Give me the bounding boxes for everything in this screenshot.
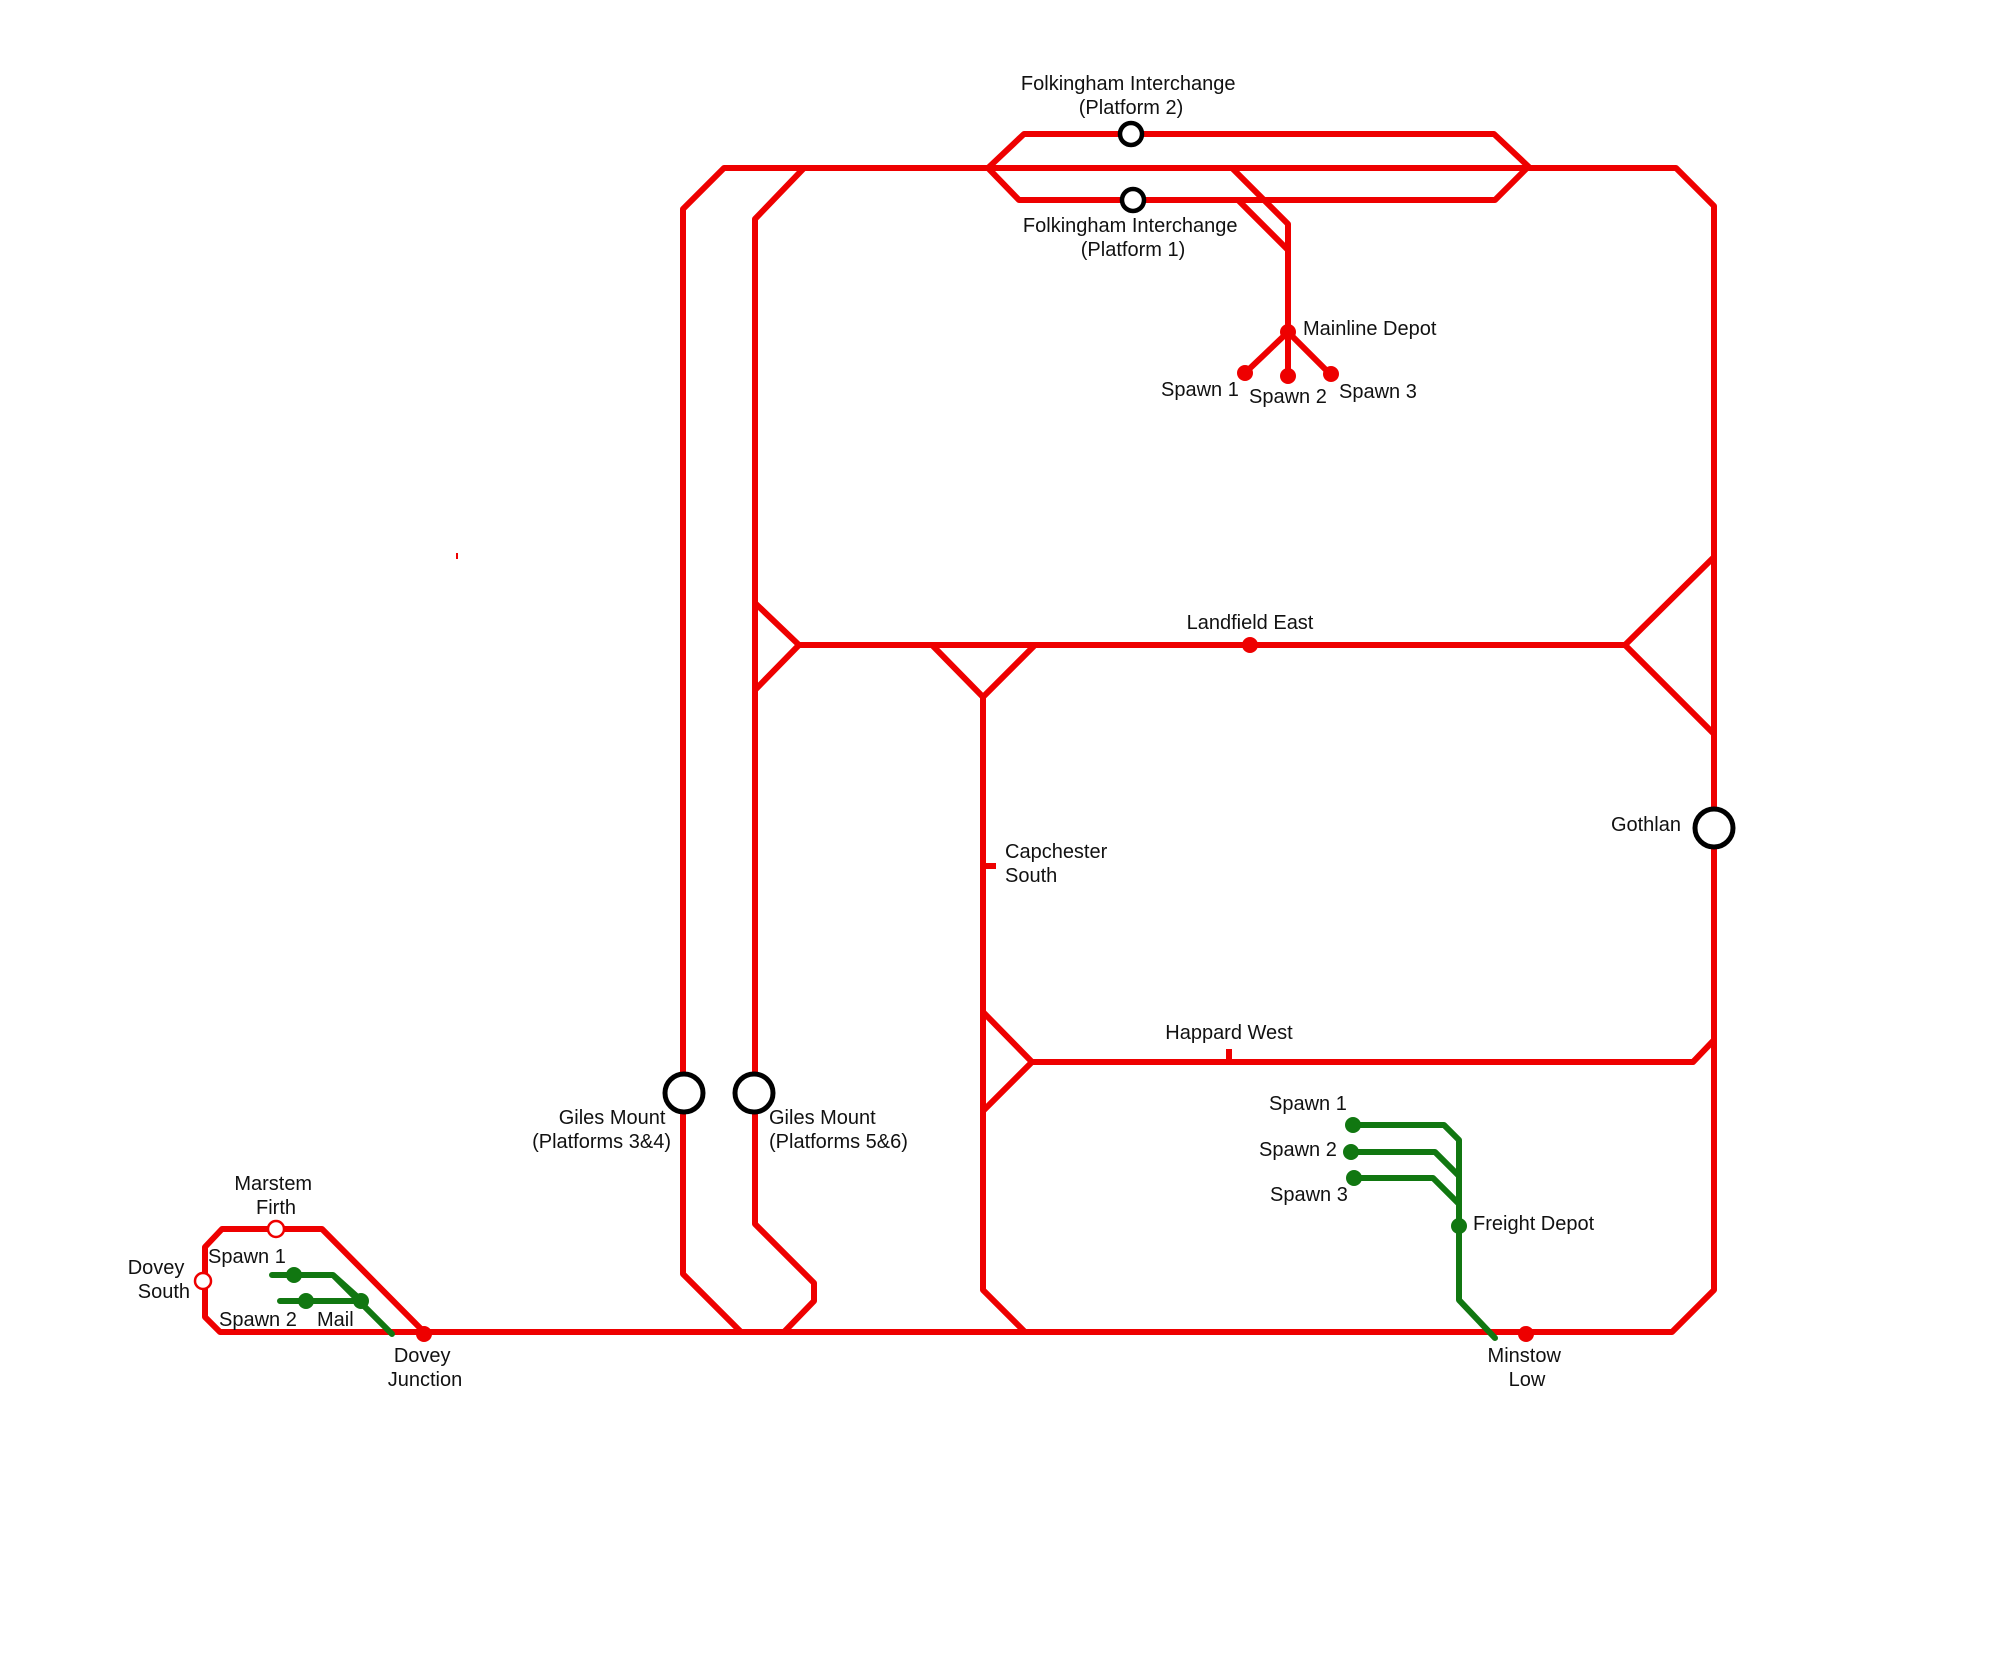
freight-depot-station[interactable] — [1451, 1218, 1467, 1234]
folkingham-platform-1-interchange[interactable] — [1119, 186, 1147, 214]
giles-mount-56-label: Giles Mount (Platforms 5&6) — [769, 1107, 908, 1153]
gothlan-interchange[interactable] — [1692, 806, 1736, 850]
capchester-south-label: Capchester South — [1005, 841, 1113, 887]
folkingham-platform-2-interchange[interactable] — [1117, 120, 1145, 148]
landfield-east-label: Landfield East — [1187, 612, 1314, 634]
dovey-spawn-1-station[interactable] — [286, 1267, 302, 1283]
folkingham-platform-2-track — [985, 131, 1533, 171]
folkingham-platform-1-label: Folkingham Interchange (Platform 1) — [1023, 215, 1243, 261]
dovey-mail-station[interactable] — [353, 1293, 369, 1309]
giles-mount-34-label: Giles Mount (Platforms 3&4) — [532, 1107, 671, 1153]
freight-spawn-3-label: Spawn 3 — [1270, 1184, 1348, 1206]
freight-spawn-1-station[interactable] — [1345, 1117, 1361, 1133]
depot-branch-track — [1229, 165, 1291, 335]
freight-tracks — [269, 1122, 1498, 1341]
station-markers — [193, 120, 1736, 1342]
main-spawn-2-station[interactable] — [1280, 368, 1296, 384]
dovey-south-station[interactable] — [193, 1271, 213, 1291]
dovey-spawn-2-station[interactable] — [298, 1293, 314, 1309]
giles-mount-34-interchange[interactable] — [662, 1071, 706, 1115]
happard-west-triangle — [980, 1009, 1035, 1114]
minstow-low-label: Minstow Low — [1488, 1345, 1567, 1391]
dovey-south-label: Dovey South — [128, 1257, 190, 1303]
main-spawn-2-label: Spawn 2 — [1249, 386, 1327, 408]
gothlan-label: Gothlan — [1611, 814, 1681, 836]
happard-west-label: Happard West — [1165, 1022, 1293, 1044]
marstem-firth-station[interactable] — [266, 1219, 286, 1239]
giles-mount-56-interchange[interactable] — [732, 1071, 776, 1115]
dovey-mail-label: Mail — [317, 1309, 354, 1331]
capchester-line-track — [929, 642, 1038, 1335]
inner-loop-track — [752, 165, 817, 1335]
freight-spawn-1-label: Spawn 1 — [1269, 1093, 1347, 1115]
mainline-depot-station[interactable] — [1280, 324, 1296, 340]
landfield-east-station[interactable] — [1242, 637, 1258, 653]
landfield-east-triangle — [1622, 554, 1717, 737]
marstem-firth-label: Marstem Firth — [234, 1173, 317, 1219]
dovey-spawn-2-label: Spawn 2 — [219, 1309, 297, 1331]
freight-spawn-2-station[interactable] — [1343, 1144, 1359, 1160]
outer-loop-lower-join — [680, 1211, 744, 1335]
folkingham-platform-2-label: Folkingham Interchange (Platform 2) — [1021, 73, 1241, 119]
dovey-spawn-1-label: Spawn 1 — [208, 1246, 286, 1268]
landfield-west-triangle — [752, 600, 802, 693]
freight-depot-track — [1348, 1122, 1498, 1341]
folkingham-platform-1-track — [985, 165, 1530, 203]
minstow-low-station[interactable] — [1518, 1326, 1534, 1342]
freight-depot-label: Freight Depot — [1473, 1213, 1595, 1235]
mainline-tracks — [202, 131, 1717, 1335]
dovey-junction-label: Dovey Junction — [388, 1345, 463, 1391]
main-spawn-3-station[interactable] — [1323, 366, 1339, 382]
freight-spawn-3-station[interactable] — [1346, 1170, 1362, 1186]
outer-loop-track — [202, 165, 1717, 1335]
happard-line-track — [1029, 1037, 1717, 1065]
mainline-depot-label: Mainline Depot — [1303, 318, 1437, 340]
main-spawn-3-label: Spawn 3 — [1339, 381, 1417, 403]
main-spawn-1-label: Spawn 1 — [1161, 379, 1239, 401]
freight-spawn-2-label: Spawn 2 — [1259, 1139, 1337, 1161]
dovey-junction-station[interactable] — [416, 1326, 432, 1342]
station-labels: Folkingham Interchange (Platform 2) Folk… — [128, 73, 1681, 1391]
main-spawn-1-station[interactable] — [1237, 365, 1253, 381]
